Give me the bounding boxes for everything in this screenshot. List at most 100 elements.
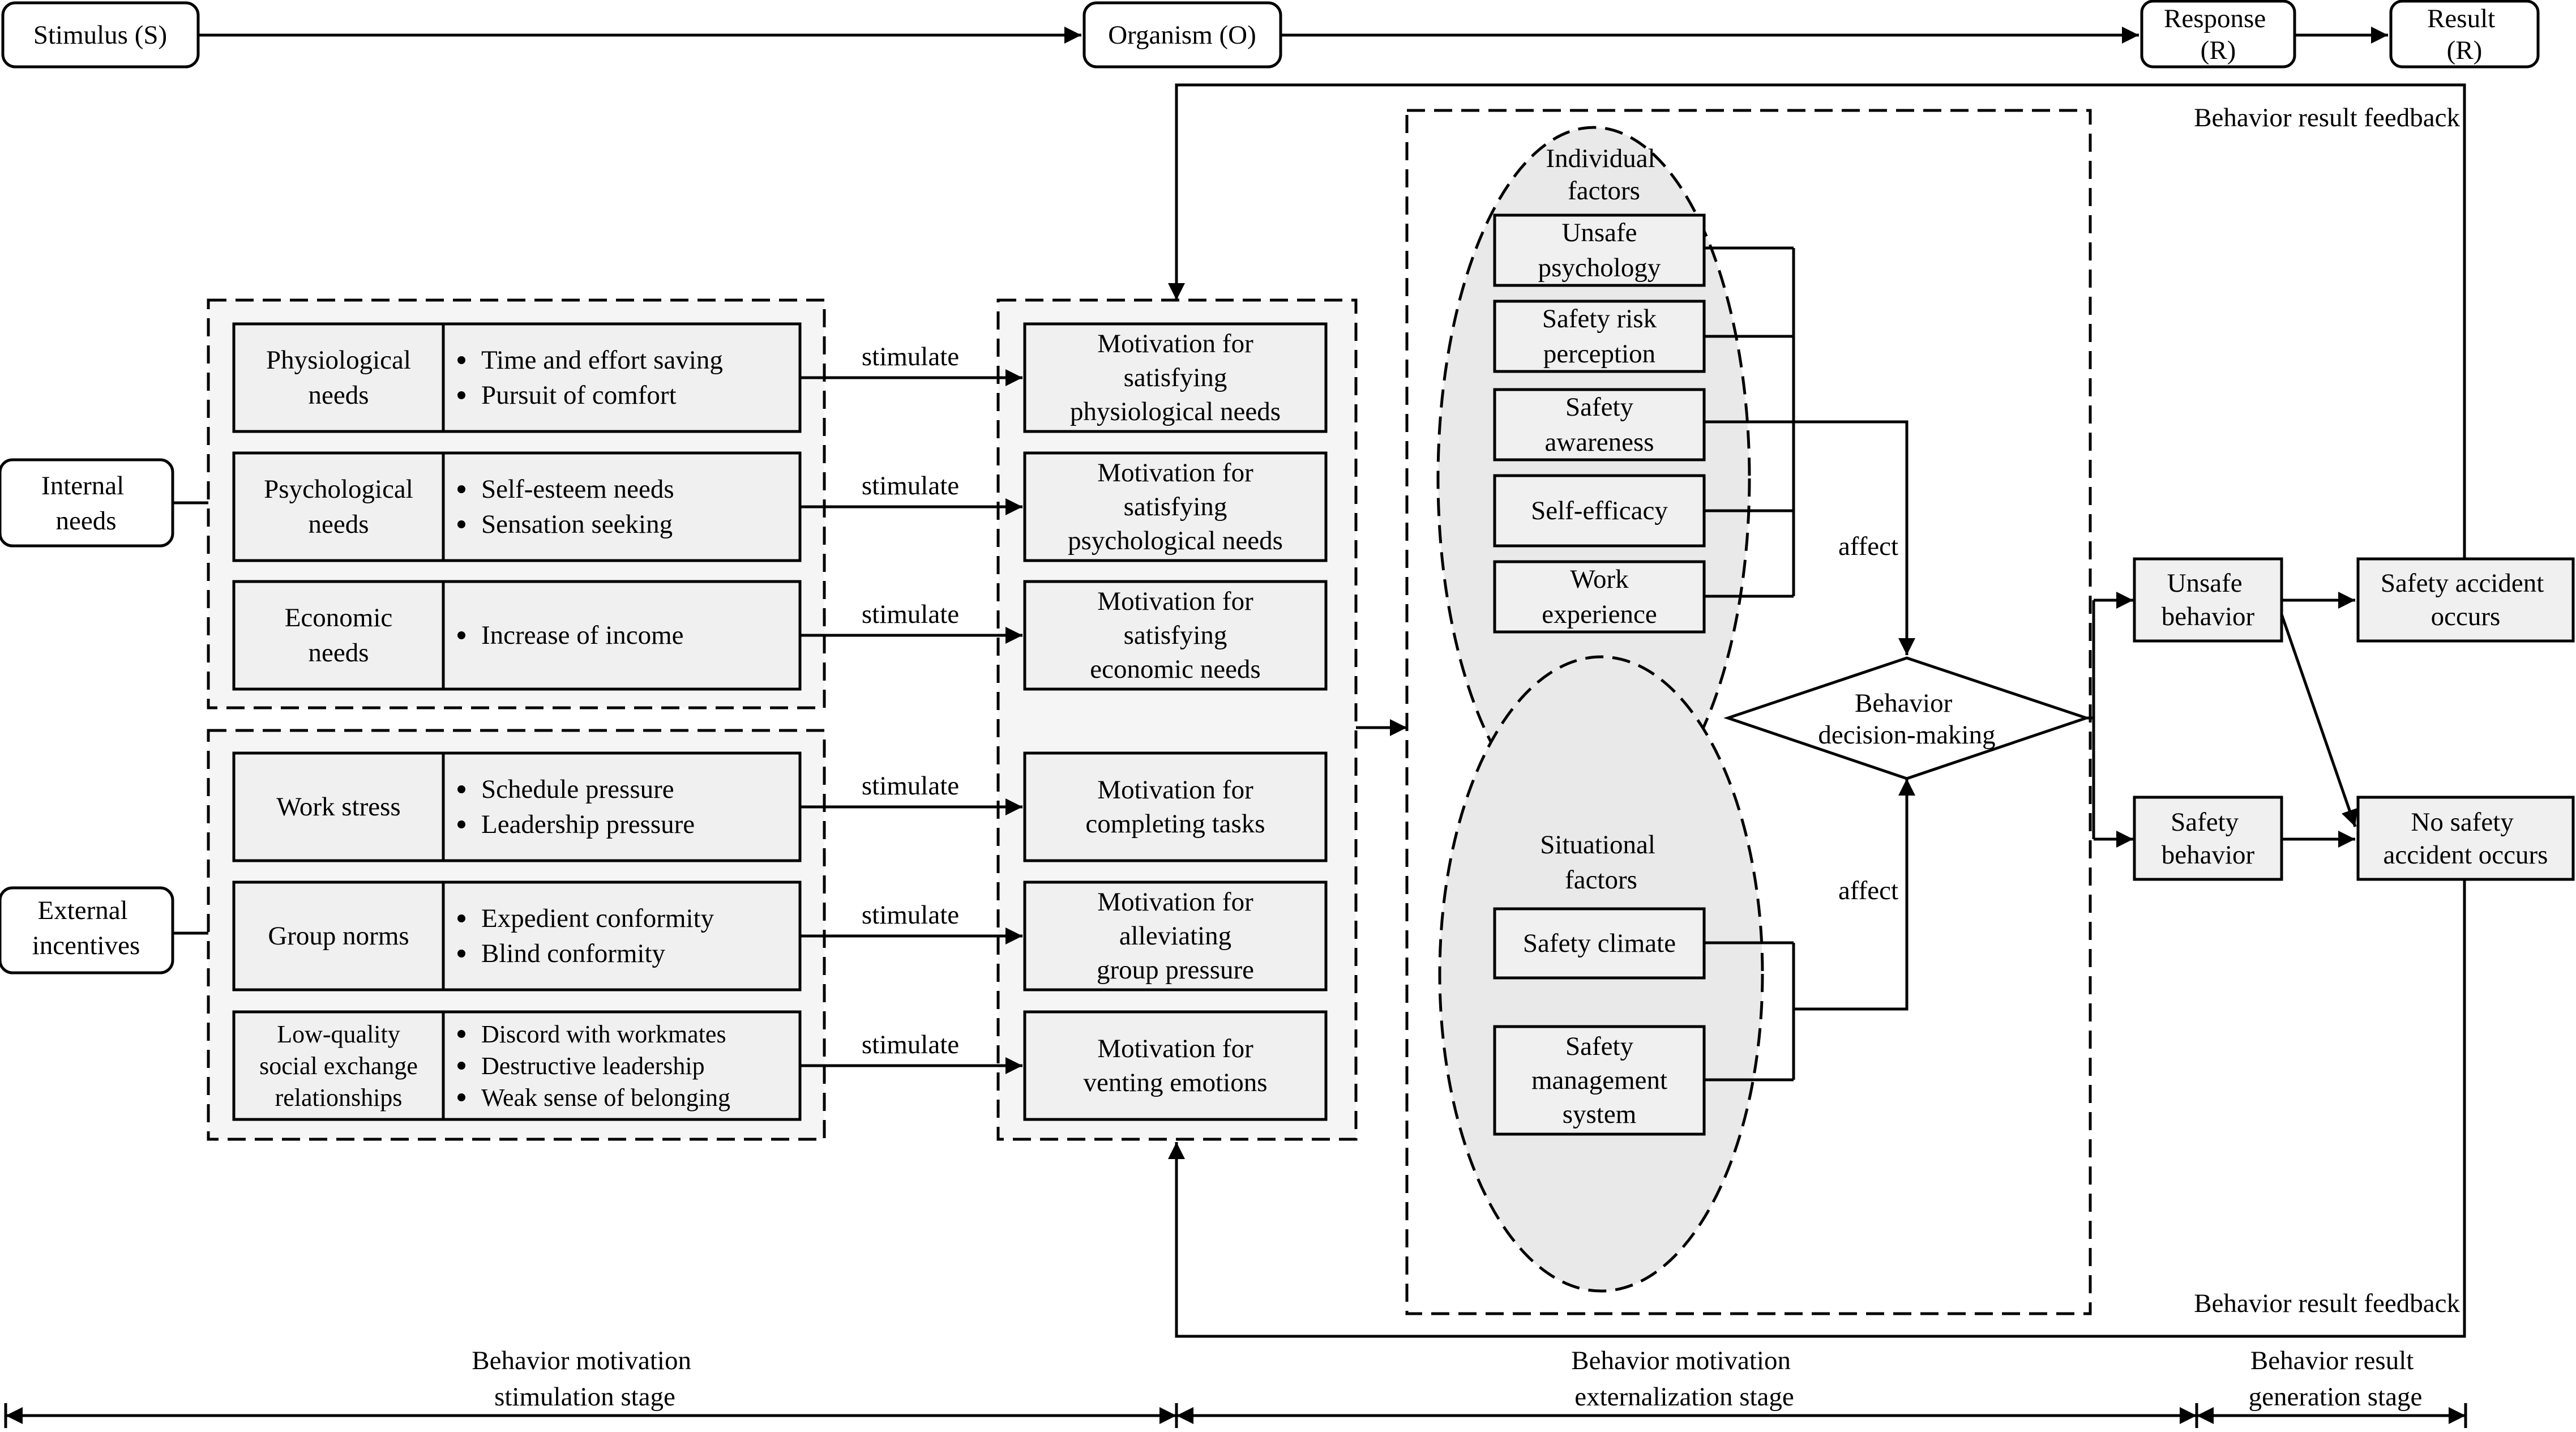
external-incentives-label: External incentives: [32, 896, 140, 960]
response-box: [2140, 0, 2296, 69]
organism-box: [1082, 1, 1282, 69]
bullet-dot: [457, 485, 465, 493]
individual-factor-box: [1493, 474, 1706, 548]
organism-factors-group: [1405, 109, 2092, 1315]
result-label: Result (R): [2427, 4, 2502, 65]
no-safety-accident-box: [2356, 796, 2575, 881]
situational-factor-label: Safety climate: [1523, 929, 1676, 958]
stage-externalization-label: Behavior motivation externalization stag…: [1571, 1346, 1797, 1412]
bullet-dot: [457, 1030, 465, 1038]
need-name-label: Group norms: [268, 921, 409, 951]
stimulus-box: [1, 1, 200, 69]
stimulate-label: stimulate: [862, 1030, 959, 1059]
motivation-box: [1023, 1010, 1328, 1121]
need-name-cell: [232, 751, 445, 862]
need-item-label: Blind conformity: [481, 939, 666, 968]
bullet-dot: [457, 520, 465, 528]
feedback-label-bottom: Behavior result feedback: [2194, 1289, 2460, 1318]
stimulate-label: stimulate: [862, 900, 959, 930]
feedback-label-top: Behavior result feedback: [2194, 103, 2460, 132]
need-item-label: Destructive leadership: [481, 1052, 705, 1080]
need-item-label: Time and effort saving: [481, 345, 723, 375]
result-box: [2389, 0, 2540, 69]
bullet-dot: [457, 914, 465, 922]
motivation-box: [1023, 322, 1328, 433]
response-label: Response (R): [2164, 4, 2273, 65]
need-item-label: Expedient conformity: [481, 904, 714, 933]
individual-factor-box: [1493, 560, 1706, 634]
safety-accident-box: [2356, 557, 2575, 643]
need-items-cell: [442, 322, 802, 433]
situational-factor-box: [1493, 1025, 1706, 1136]
individual-factor-box: [1493, 300, 1706, 373]
need-items-cell: [442, 1010, 802, 1121]
external-incentives-box: [0, 886, 174, 974]
bullet-dot: [457, 950, 465, 957]
situational-factor-box: [1493, 907, 1706, 980]
need-item-label: Weak sense of belonging: [481, 1084, 730, 1112]
need-name-cell: [232, 451, 445, 562]
bullet-dot: [457, 391, 465, 399]
motivation-box: [1023, 580, 1328, 691]
individual-factor-box: [1493, 213, 1706, 287]
need-item-label: Schedule pressure: [481, 775, 674, 804]
situational-factors-title: Situational factors: [1540, 830, 1662, 895]
decision-diamond: [1723, 656, 2091, 780]
internal-needs-label: Internal needs: [41, 471, 131, 536]
need-items-cell: [442, 451, 802, 562]
bullet-dot: [457, 631, 465, 639]
individual-factor-label: Self-efficacy: [1531, 496, 1668, 525]
need-item-label: Sensation seeking: [481, 510, 673, 539]
stimulate-label: stimulate: [862, 771, 959, 801]
stimulate-label: stimulate: [862, 471, 959, 501]
bullet-dot: [457, 820, 465, 828]
feedback-loops: Behavior result feedback Behavior result…: [1168, 83, 2466, 1338]
need-name-cell: [232, 880, 445, 991]
need-item-label: Self-esteem needs: [481, 475, 674, 504]
stage-stimulation-label: Behavior motivation stimulation stage: [472, 1346, 698, 1412]
stimulate-label: stimulate: [862, 600, 959, 629]
individual-factor-box: [1493, 388, 1706, 461]
need-item-label: Discord with workmates: [481, 1020, 726, 1048]
stimulus-label: Stimulus (S): [33, 20, 167, 50]
need-items-cell: [442, 880, 802, 991]
unsafe-behavior-label: Unsafe behavior: [2162, 568, 2255, 631]
need-items-cell: [442, 751, 802, 862]
left-sources: Internal needs External incentives: [0, 458, 208, 974]
need-name-cell: [232, 1010, 445, 1121]
bullet-dot: [457, 1093, 465, 1101]
unsafe-behavior-box: [2133, 557, 2283, 643]
safety-accident-label: Safety accident occurs: [2381, 568, 2551, 631]
stimulate-label: stimulate: [862, 342, 959, 371]
affect-label-bottom: affect: [1838, 876, 1898, 905]
sor-header: Stimulus (S) Organism (O) Response (R) R…: [1, 0, 2540, 69]
need-items-cell: [442, 580, 802, 691]
need-name-cell: [232, 580, 445, 691]
internal-needs-box: [0, 458, 174, 548]
motivation-box: [1023, 880, 1328, 991]
factor-connectors: [1704, 246, 1915, 1082]
bullet-dot: [457, 785, 465, 793]
individual-factors-title: Individual factors: [1546, 144, 1662, 206]
stage-generation-label: Behavior result generation stage: [2249, 1346, 2423, 1412]
need-name-label: Work stress: [276, 792, 400, 822]
organism-label: Organism (O): [1108, 20, 1256, 50]
no-safety-accident-label: No safety accident occurs: [2384, 807, 2548, 870]
